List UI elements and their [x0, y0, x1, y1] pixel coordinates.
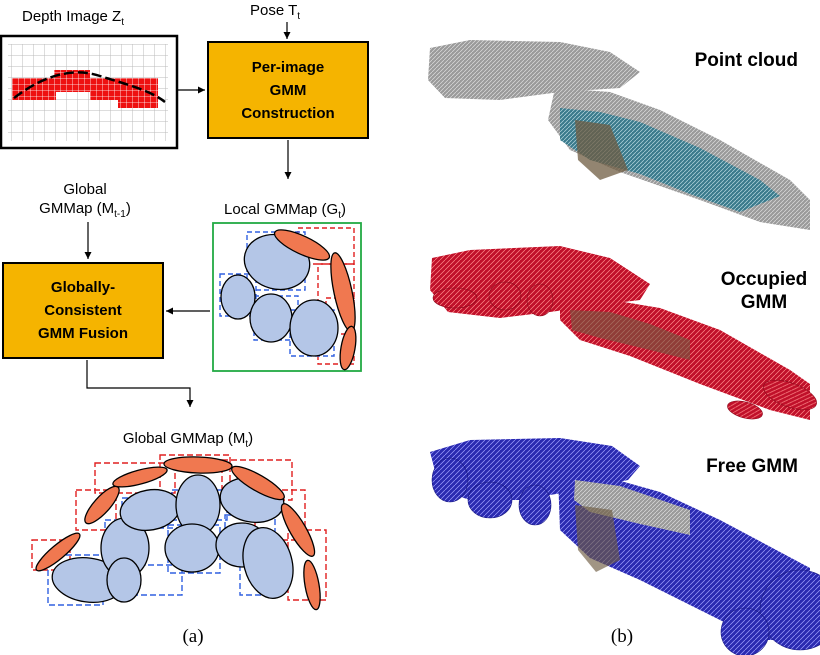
global-input-line-1: Global	[63, 181, 106, 198]
caption-b: (b)	[611, 626, 633, 647]
depth-image-label: Depth Image Zt	[22, 8, 124, 28]
fusion-line-1: Globally-	[51, 279, 115, 296]
caption-a: (a)	[182, 626, 203, 647]
global-gmmap-label: Global GMMap (Mt)	[123, 430, 253, 450]
point-cloud-title: Point cloud	[695, 50, 798, 71]
depth-image	[0, 34, 179, 150]
local-gmmap-label: Local GMMap (Gt)	[224, 201, 346, 221]
globally-consistent-gmm-fusion-box: Globally- Consistent GMM Fusion	[2, 262, 164, 359]
fusion-line-3: GMM Fusion	[38, 325, 128, 342]
panel-a: Depth Image Zt Pose Tt Per-image GMM Con…	[0, 2, 369, 647]
construction-line-2: GMM	[270, 82, 307, 99]
per-image-gmm-construction-box: Per-image GMM Construction	[207, 41, 369, 139]
global-input-line-2: GMMap (Mt-1)	[39, 200, 131, 220]
panel-b: Point cloud Occupied GMM Free G	[428, 40, 820, 655]
construction-line-3: Construction	[241, 105, 334, 122]
free-gmm-title: Free GMM	[706, 456, 798, 477]
point-cloud-view: Point cloud	[428, 40, 810, 230]
arrow-fusion-to-global	[86, 360, 194, 407]
occupied-gmm-title-line-1: Occupied	[721, 269, 808, 290]
free-gmm-view: Free GMM	[430, 438, 820, 655]
fusion-line-2: Consistent	[44, 302, 122, 319]
local-gmmap-diagram	[212, 222, 362, 372]
pose-label: Pose Tt	[250, 2, 300, 22]
occupied-gmm-view: Occupied GMM	[430, 246, 817, 420]
global-gmmap-diagram	[31, 454, 327, 611]
occupied-gmm-title-line-2: GMM	[741, 292, 787, 313]
construction-line-1: Per-image	[252, 59, 325, 76]
